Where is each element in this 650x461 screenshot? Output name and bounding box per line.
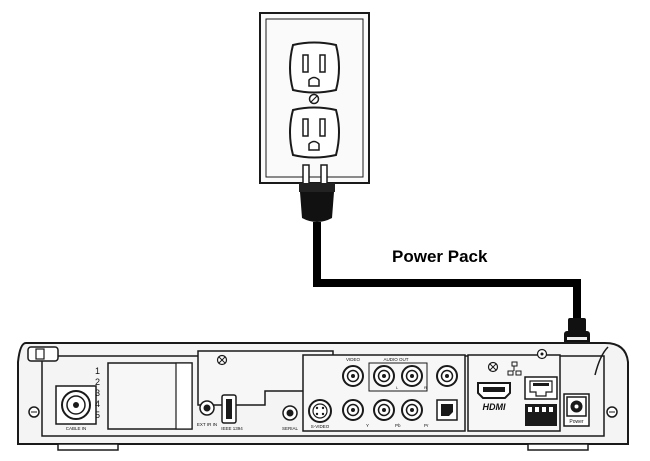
s-video-port [308, 399, 332, 423]
component-pr-label: Pr [424, 423, 429, 428]
video-rca-jack [342, 365, 364, 387]
power-input-port [563, 393, 590, 427]
cable-clip [27, 346, 59, 362]
chassis-screw-left [28, 406, 40, 418]
port-number-list: 1 2 3 4 5 [95, 366, 100, 420]
s-video-label: S-VIDEO [311, 424, 330, 429]
ieee1394-port [221, 394, 237, 424]
wall-outlet [259, 12, 370, 184]
plug-body [300, 192, 334, 222]
port-number: 3 [95, 388, 100, 398]
component-pb-label: Pb [395, 423, 401, 428]
serial-label: SERIAL [282, 426, 299, 431]
plug-prong-right [320, 164, 328, 186]
video-label: VIDEO [346, 357, 361, 362]
lower-receptacle [289, 106, 340, 159]
ieee1394-label: IEEE 1394 [221, 426, 243, 431]
port-number: 2 [95, 377, 100, 387]
chassis-screw-top-right [536, 348, 548, 360]
port-number: 5 [95, 410, 100, 420]
component-pr-jack [401, 399, 423, 421]
hdmi-port [477, 382, 511, 399]
receiver-back-panel: CABLE IN 1 2 3 4 5 [17, 342, 629, 451]
power-plug [299, 164, 335, 222]
serial-jack [282, 405, 298, 421]
component-y-label: Y [366, 423, 369, 428]
upper-receptacle [289, 41, 340, 94]
digital-coax-rca-jack [436, 365, 458, 387]
component-pb-jack [373, 399, 395, 421]
receiver-foot-left [57, 443, 119, 451]
ext-ir-in-label: EXT IR IN [197, 422, 217, 427]
plug-prong-left [302, 164, 310, 186]
cable-in-connector [55, 385, 97, 425]
audio-right-rca-jack [401, 365, 423, 387]
ext-ir-in-jack [199, 400, 215, 416]
usb-port-block [525, 404, 557, 426]
audio-out-label: AUDIO OUT [383, 357, 408, 362]
chassis-screw-right [606, 406, 618, 418]
receiver-foot-right [527, 443, 589, 451]
outlet-screw [308, 93, 320, 105]
power-pack-label: Power Pack [392, 247, 488, 266]
audio-right-label: R [424, 385, 427, 390]
network-icon [507, 361, 522, 376]
audio-left-label: L [396, 385, 399, 390]
cable-in-label: CABLE IN [66, 426, 87, 431]
ethernet-port [524, 376, 558, 400]
power-port-label: Power [569, 419, 584, 425]
cover-screw-icon [216, 354, 228, 366]
hdmi-logo-label: HDMI [483, 402, 506, 412]
hdmi-screw-icon [487, 361, 499, 373]
optical-audio-port [436, 399, 458, 421]
component-y-jack [342, 399, 364, 421]
audio-left-rca-jack [373, 365, 395, 387]
port-number: 4 [95, 399, 100, 409]
port-number: 1 [95, 366, 100, 376]
power-cable [313, 222, 581, 322]
